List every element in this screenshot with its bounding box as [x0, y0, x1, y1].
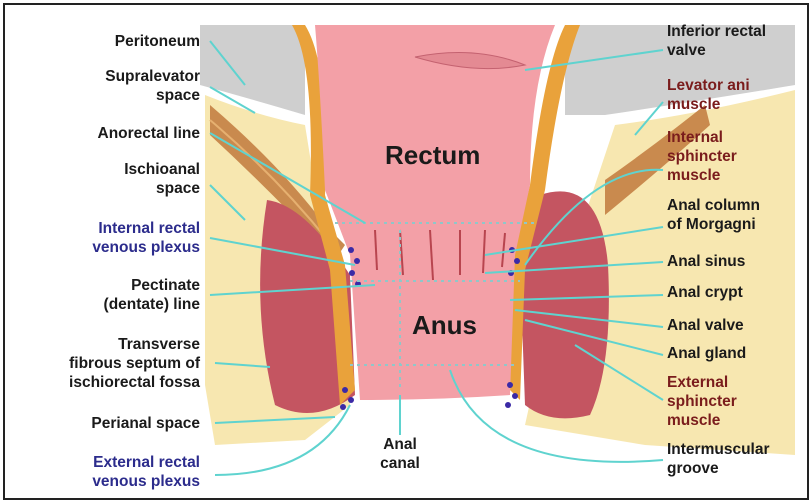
label-anal-column-of-morgagni: Anal column of Morgagni — [667, 196, 760, 234]
label-anal-valve: Anal valve — [667, 316, 744, 335]
rectum-label: Rectum — [385, 140, 480, 171]
label-anal-sinus: Anal sinus — [667, 252, 745, 271]
diagram-frame: Rectum Anus Anal canal Peritoneum Supral… — [3, 3, 809, 500]
label-external-sphincter-muscle: External sphincter muscle — [667, 373, 737, 430]
label-peritoneum: Peritoneum — [45, 32, 200, 51]
label-internal-sphincter-muscle: Internal sphincter muscle — [667, 128, 737, 185]
label-levator-ani-muscle: Levator ani muscle — [667, 76, 750, 114]
label-perianal-space: Perianal space — [25, 414, 200, 433]
label-intermuscular-groove: Intermuscular groove — [667, 440, 770, 478]
label-anal-gland: Anal gland — [667, 344, 746, 363]
label-anorectal-line: Anorectal line — [25, 124, 200, 143]
label-supralevator-space: Supralevator space — [45, 67, 200, 105]
label-pectinate-line: Pectinate (dentate) line — [45, 276, 200, 314]
label-internal-rectal-venous-plexus: Internal rectal venous plexus — [35, 219, 200, 257]
anus-label: Anus — [412, 310, 477, 341]
label-external-rectal-venous-plexus: External rectal venous plexus — [35, 453, 200, 491]
label-transverse-fibrous-septum: Transverse fibrous septum of ischiorecta… — [15, 335, 200, 392]
anal-canal-label: Anal canal — [377, 435, 423, 473]
label-anal-crypt: Anal crypt — [667, 283, 743, 302]
label-ischioanal-space: Ischioanal space — [45, 160, 200, 198]
label-inferior-rectal-valve: Inferior rectal valve — [667, 22, 766, 60]
